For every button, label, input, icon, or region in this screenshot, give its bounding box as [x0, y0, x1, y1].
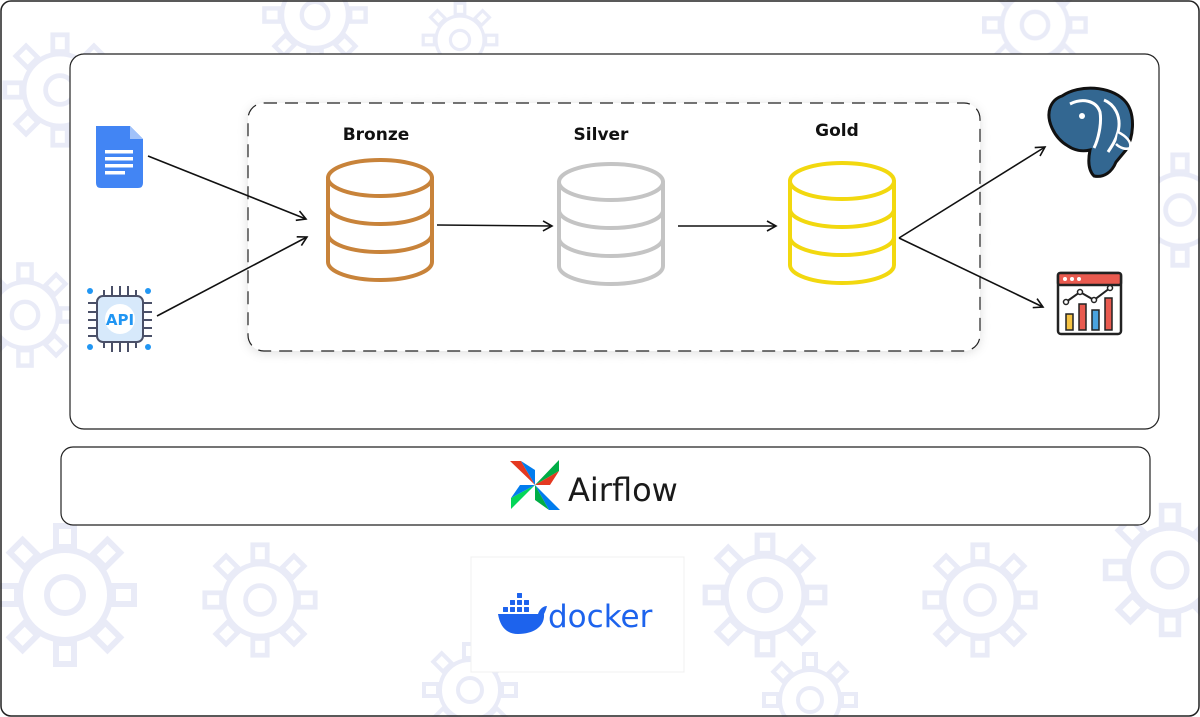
airflow-label: Airflow	[568, 471, 678, 509]
arrow-gold-to-dashboard	[898, 237, 1045, 309]
airflow-pinwheel-icon	[510, 460, 560, 510]
docker-label: docker	[548, 599, 653, 635]
bronze-label: Bronze	[343, 125, 410, 145]
silver-database-icon	[557, 162, 665, 286]
airflow-panel	[60, 446, 1151, 526]
analytics-dashboard-icon	[1056, 271, 1123, 336]
arrow-bronze-to-silver	[436, 220, 554, 232]
arrow-gold-to-postgres	[898, 146, 1047, 239]
postgresql-elephant-icon	[1047, 86, 1134, 178]
arrow-doc-to-bronze	[147, 155, 308, 222]
api-chip-icon: API	[87, 286, 152, 352]
arrow-api-to-bronze	[156, 235, 309, 317]
google-docs-icon	[96, 126, 143, 188]
silver-label: Silver	[574, 125, 630, 145]
gold-database-icon	[788, 161, 896, 285]
api-chip-text: API	[106, 311, 134, 329]
docker-whale-icon	[498, 593, 547, 634]
gold-label: Gold	[815, 121, 859, 141]
bronze-database-icon	[326, 158, 434, 282]
